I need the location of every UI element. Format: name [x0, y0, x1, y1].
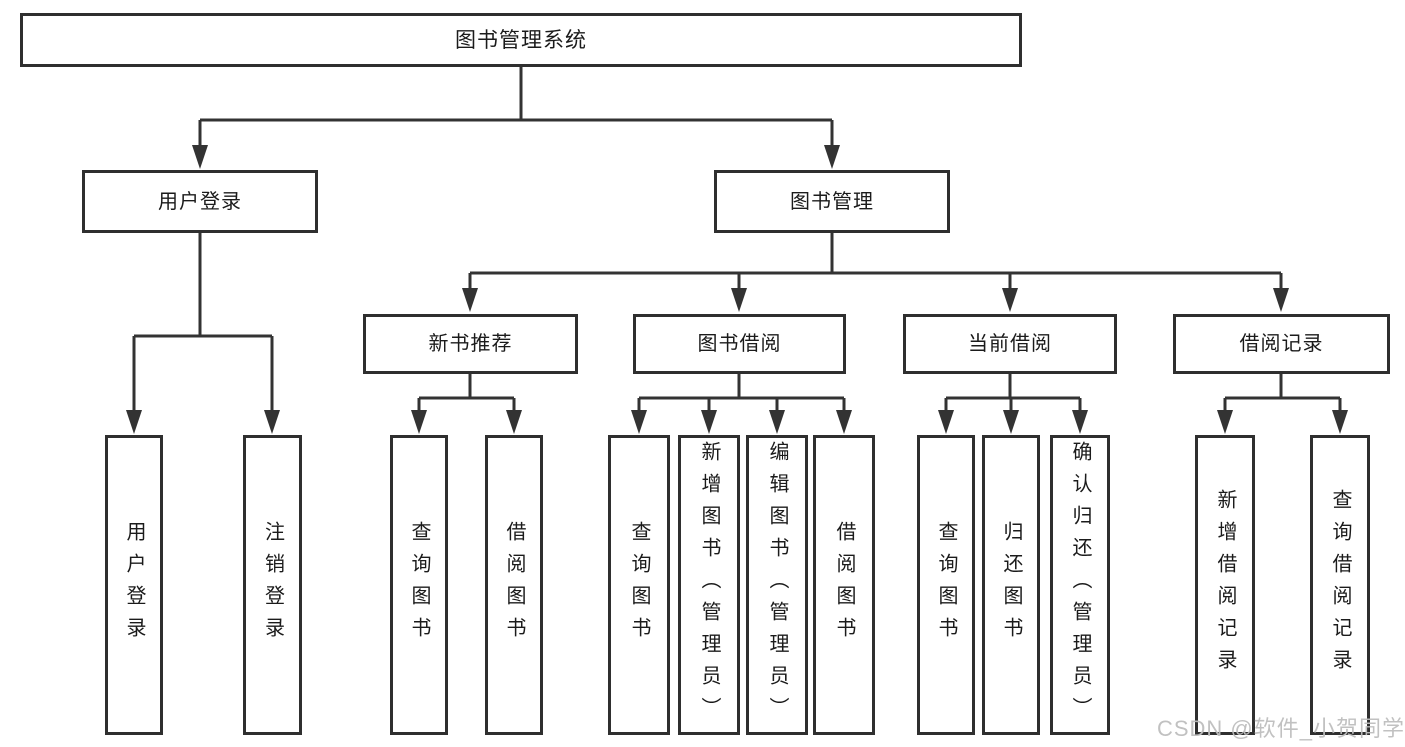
leaf-query-books-recommend: 查询图书 [390, 435, 448, 735]
arrowhead [264, 410, 280, 434]
node-root-library-system: 图书管理系统 [20, 13, 1022, 67]
arrowhead [701, 410, 717, 434]
arrowhead [769, 410, 785, 434]
leaf-edit-book-admin: 编辑图书（管理员） [746, 435, 808, 735]
node-label: 查询图书 [935, 521, 957, 649]
new-book-branch-line [417, 374, 516, 416]
watermark: CSDN @软件_小贺同学 [1156, 716, 1405, 741]
node-label: 查询图书 [408, 521, 430, 649]
node-label: 确认归还（管理员） [1069, 441, 1091, 729]
node-label: 查询图书 [628, 521, 650, 649]
arrowhead [836, 410, 852, 434]
leaf-confirm-return-admin: 确认归还（管理员） [1050, 435, 1110, 735]
arrowhead [1273, 288, 1289, 312]
user-login-branch-line [132, 233, 274, 416]
node-borrowing-records: 借阅记录 [1173, 314, 1390, 374]
arrowhead [938, 410, 954, 434]
leaf-return-books: 归还图书 [982, 435, 1040, 735]
current-borrow-branch-line [944, 374, 1082, 416]
arrowhead [731, 288, 747, 312]
leaf-user-login: 用户登录 [105, 435, 163, 735]
node-label: 图书借阅 [697, 333, 782, 355]
node-label: 图书管理 [790, 190, 874, 213]
borrow-records-branch-line [1223, 374, 1342, 416]
node-label: 查询借阅记录 [1329, 489, 1351, 681]
node-label: 新增图书（管理员） [698, 441, 720, 729]
leaf-logout: 注销登录 [243, 435, 302, 735]
arrowhead [411, 410, 427, 434]
node-book-management: 图书管理 [714, 170, 950, 233]
leaf-add-borrow-record: 新增借阅记录 [1195, 435, 1255, 735]
leaf-add-book-admin: 新增图书（管理员） [678, 435, 740, 735]
node-label: 归还图书 [1000, 521, 1022, 649]
root-to-level2-line [198, 67, 834, 150]
arrowhead [506, 410, 522, 434]
leaf-query-books-borrow: 查询图书 [608, 435, 670, 735]
leaf-borrow-books: 借阅图书 [813, 435, 875, 735]
arrowhead [126, 410, 142, 434]
arrowhead [1072, 410, 1088, 434]
node-label: 借阅图书 [833, 521, 855, 649]
connector-lines [132, 67, 1342, 416]
node-label: 当前借阅 [968, 333, 1052, 355]
node-current-borrowing: 当前借阅 [903, 314, 1117, 374]
node-label: 借阅图书 [503, 521, 525, 649]
book-management-to-level3-line [468, 233, 1283, 294]
node-label: 新书推荐 [428, 333, 513, 355]
arrowheads [126, 145, 1348, 434]
arrowhead [1332, 410, 1348, 434]
node-label: 新增借阅记录 [1214, 489, 1236, 681]
leaf-query-borrow-record: 查询借阅记录 [1310, 435, 1370, 735]
arrowhead [631, 410, 647, 434]
node-label: 借阅记录 [1239, 333, 1324, 355]
node-label: 图书管理系统 [455, 28, 587, 52]
book-borrow-branch-line [637, 374, 846, 416]
arrowhead [1217, 410, 1233, 434]
leaf-borrow-books-recommend: 借阅图书 [485, 435, 543, 735]
arrowhead [824, 145, 840, 169]
node-book-borrowing: 图书借阅 [633, 314, 846, 374]
node-label: 注销登录 [261, 521, 284, 649]
arrowhead [462, 288, 478, 312]
arrowhead [1002, 288, 1018, 312]
node-label: 编辑图书（管理员） [766, 441, 788, 729]
arrowhead [1003, 410, 1019, 434]
node-label: 用户登录 [123, 521, 145, 649]
arrowhead [192, 145, 208, 169]
leaf-query-books-current: 查询图书 [917, 435, 975, 735]
node-label: 用户登录 [158, 190, 242, 213]
node-user-login: 用户登录 [82, 170, 318, 233]
node-new-book-recommendation: 新书推荐 [363, 314, 578, 374]
